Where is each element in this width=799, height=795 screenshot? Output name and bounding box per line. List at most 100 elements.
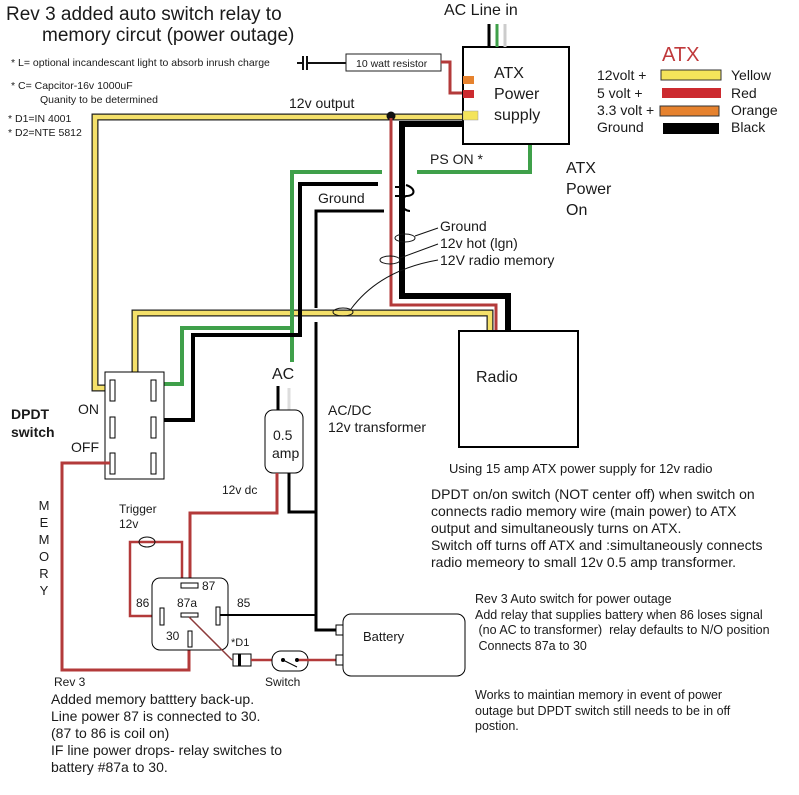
ground-loop-label: Ground [318,190,365,206]
wire-dc-neg-black [287,473,316,514]
memory-letter: E [39,515,49,530]
wire-ground-switch-black [152,182,378,422]
rev3-auto-description: Rev 3 Auto switch for power outage Add r… [475,592,770,654]
transformer-box [264,409,304,474]
transformer-label-1: AC/DC [328,402,372,418]
note-d1: * D1=IN 4001 [8,113,72,125]
wire-12v-hot-red [389,118,498,333]
relay-pin-86: 86 [136,596,150,610]
relay-pin-87: 87 [202,579,216,593]
legend-swatch-black [663,123,719,134]
rev3-backup-line: Added memory batttery back-up. [51,691,255,707]
note-capacitor-qty: Quanity to be determined [40,94,158,106]
ps-on-label: PS ON * [430,151,483,167]
wire-resistor-red [441,60,463,95]
rev3-auto-line: Add relay that supplies battery when 86 … [475,607,763,622]
switch-on-label: ON [78,401,99,417]
transformer-label-2: 12v transformer [328,419,427,435]
dpdt-terminals [109,379,157,475]
legend-color-orange: Orange [731,102,778,118]
radio-label: Radio [476,369,518,386]
callout-memory-label: 12V radio memory [440,252,555,268]
battery-switch-contacts [281,658,299,668]
callout-hot-label: 12v hot (lgn) [440,235,518,251]
wire-ps-on-switch-green [290,170,382,362]
switch-off-label: OFF [71,439,99,455]
legend-swatch-yellow [660,69,722,81]
title-line-2: memory circut (power outage) [42,25,295,46]
trigger-label-1: Trigger [119,502,157,516]
note-inrush-light: * L= optional incandescant light to abso… [11,57,270,69]
memory-letter: M [38,532,50,547]
wire-callouts [332,227,439,317]
relay-pin-30: 30 [166,629,180,643]
diode-band [238,654,241,666]
memory-letter: O [38,549,50,564]
wire-ps-on-switch-green-lower [152,320,294,386]
legend-color-black: Black [731,119,766,135]
atx-connector-red [463,90,474,98]
wire-memory-red [60,461,191,672]
rev3-auto-line: Connects 87a to 30 [475,638,587,653]
works-line: Works to maintian memory in event of pow… [475,688,723,702]
dpdt-description-line: connects radio memory wire (main power) … [431,503,737,519]
dpdt-description-line: DPDT on/on switch (NOT center off) when … [431,486,755,502]
legend-color-yellow: Yellow [731,67,771,83]
wire-ground-black [399,121,511,333]
legend-color-red: Red [731,85,757,101]
atx-psu-label-1: ATX [494,65,524,82]
wire-transformer-dc-black [314,322,337,632]
wire-87a-diode [188,616,233,661]
legend-swatch-orange [659,105,720,117]
dpdt-description: DPDT on/on switch (NOT center off) when … [431,486,763,571]
rev3-auto-line: (no AC to transformer) relay defaults to… [475,623,770,637]
note-d2: * D2=NTE 5812 [8,127,82,139]
radio-box [458,330,579,448]
atx-power-on-3: On [566,202,588,219]
rev3-backup-line: Line power 87 is connected to 30. [51,708,261,724]
works-line: postion. [475,719,519,733]
diode-label: *D1 [231,637,250,649]
relay-pin-85: 85 [237,596,251,610]
rev3-backup-line: IF line power drops- relay switches to [51,742,283,758]
ac-line-in-wires [487,24,507,47]
dc-12v-label: 12v dc [222,483,258,497]
legend-voltage-ground: Ground [597,119,644,135]
rev3-auto-line: Rev 3 Auto switch for power outage [475,592,672,606]
diode-d1 [232,653,252,667]
atx-heading-text: Using 15 amp ATX power supply for 12v ra… [449,461,713,476]
battery-switch-label: Switch [265,675,301,689]
dpdt-description-line: output and simultaneously turns on ATX. [431,520,682,536]
legend-voltage-3v3: 3.3 volt + [597,102,655,118]
callout-ground-label: Ground [440,218,487,234]
memory-letter: R [39,566,49,581]
rev3-backup-description: Added memory batttery back-up. Line powe… [51,691,282,776]
battery-terminal-pos [335,654,344,666]
wire-ps-on-green [417,143,532,174]
legend-swatches [659,69,722,134]
atx-psu-label-3: supply [494,107,541,124]
wire-12v-dc-red [188,473,279,583]
rev3-label: Rev 3 [54,675,86,689]
output-12v-label: 12v output [289,95,355,111]
fuse-label-2: amp [272,445,300,461]
dpdt-description-line: radio memeory to small 12v 0.5 amp trans… [431,554,737,570]
ac-label: AC [272,366,295,383]
wire-trigger-red [128,540,184,618]
legend-title: ATX [662,44,700,66]
battery-label: Battery [363,629,405,644]
legend-voltage-5v: 5 volt + [597,85,643,101]
works-description: Works to maintian memory in event of pow… [475,688,730,735]
wire-12v-output-yellow [91,113,463,392]
legend-swatch-red [662,88,721,98]
legend-voltage-12v: 12volt + [597,67,647,83]
resistor-label: 10 watt resistor [356,58,428,70]
memory-vertical-label: M E M O R Y [37,497,51,599]
battery-terminal-neg [335,624,344,636]
dpdt-label-2: switch [11,424,55,440]
trigger-label-2: 12v [119,517,139,531]
rev3-backup-line: battery #87a to 30. [51,759,168,775]
inrush-light-symbol [297,56,346,70]
wire-ground-loop-black [314,209,384,308]
